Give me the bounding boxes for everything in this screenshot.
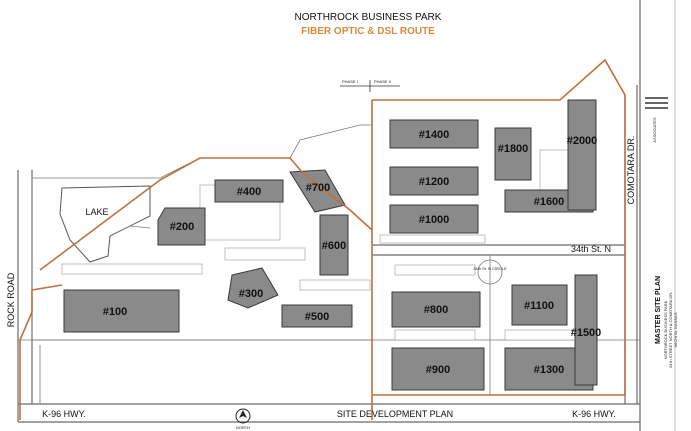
rock-road-label: ROCK ROAD bbox=[6, 272, 16, 327]
lake-shoreline bbox=[109, 225, 151, 237]
building-1100[interactable] bbox=[511, 284, 568, 326]
building-label: #400 bbox=[237, 186, 261, 198]
building-label: #700 bbox=[306, 182, 330, 194]
building-800[interactable] bbox=[391, 291, 481, 328]
building-label: #200 bbox=[170, 221, 194, 233]
building-label: #1600 bbox=[534, 196, 565, 208]
building-400[interactable] bbox=[214, 179, 284, 203]
building-label: #1400 bbox=[419, 129, 450, 141]
building-label: #1300 bbox=[534, 364, 565, 376]
building-600[interactable] bbox=[319, 214, 349, 276]
project-name: NORTHROCK BUSINESS PARK bbox=[663, 300, 668, 359]
parking-row bbox=[394, 329, 476, 341]
building-1000[interactable] bbox=[389, 204, 479, 234]
building-label: #1200 bbox=[419, 176, 450, 188]
building-900[interactable] bbox=[391, 347, 485, 391]
page-title: NORTHROCK BUSINESS PARK bbox=[295, 12, 442, 23]
building-1200[interactable] bbox=[389, 166, 479, 196]
project-city: WICHITA, KANSAS bbox=[673, 312, 678, 347]
phase-two-label: PHASE II bbox=[374, 79, 391, 84]
north-arrow-icon bbox=[235, 408, 251, 424]
page-subtitle: FIBER OPTIC & DSL ROUTE bbox=[301, 26, 435, 37]
building-label: #800 bbox=[424, 304, 448, 316]
firm-logo-icon bbox=[645, 97, 668, 109]
building-label: #1000 bbox=[419, 214, 450, 226]
building-label: #900 bbox=[426, 364, 450, 376]
building-700[interactable] bbox=[289, 169, 346, 213]
phase-one-boundary bbox=[31, 124, 373, 341]
parking-row bbox=[61, 263, 203, 275]
parking-row bbox=[224, 247, 306, 261]
building-label: #1500 bbox=[571, 327, 602, 339]
fiber-route-phase-one bbox=[19, 157, 373, 341]
parking-row bbox=[299, 279, 371, 291]
building-label: #1100 bbox=[524, 300, 554, 312]
parking-row bbox=[394, 264, 476, 276]
building-label: #1800 bbox=[498, 143, 529, 155]
north-label: NORTH bbox=[236, 425, 250, 430]
circle-label: 34th St. N CIRCLE bbox=[473, 266, 507, 271]
sheet-title: MASTER SITE PLAN bbox=[655, 276, 662, 344]
bottom-label: SITE DEVELOPMENT PLAN bbox=[337, 409, 453, 419]
k96-left-label: K-96 HWY. bbox=[42, 409, 86, 419]
k96-right-label: K-96 HWY. bbox=[572, 409, 616, 419]
fiber-route-phase-two bbox=[371, 58, 626, 420]
building-label: #100 bbox=[103, 306, 127, 318]
north-arrow-pointer-icon bbox=[239, 410, 247, 418]
lake-label: LAKE bbox=[85, 207, 108, 217]
building-200[interactable] bbox=[157, 207, 206, 246]
building-label: #300 bbox=[239, 288, 263, 300]
cul-de-sac-circle bbox=[477, 259, 503, 285]
phase-one-label: PHASE I bbox=[342, 79, 358, 84]
building-500[interactable] bbox=[281, 304, 353, 328]
comotara-label: COMOTARA DR. bbox=[626, 136, 636, 205]
building-label: #600 bbox=[322, 240, 346, 252]
building-100[interactable] bbox=[63, 289, 180, 333]
building-300[interactable] bbox=[227, 267, 279, 309]
firm-name: ASSOCIATES bbox=[652, 117, 657, 143]
building-1500[interactable] bbox=[574, 274, 598, 386]
building-2000[interactable] bbox=[567, 99, 597, 211]
building-label: #500 bbox=[305, 311, 329, 323]
34th-street-label: 34th St. N bbox=[571, 244, 611, 254]
building-1800[interactable] bbox=[494, 127, 532, 181]
building-label: #2000 bbox=[567, 135, 598, 147]
parking-row bbox=[379, 234, 486, 244]
project-address: 34 th STREET NORTH & COMOTARA DR. bbox=[668, 292, 673, 368]
building-1400[interactable] bbox=[389, 119, 479, 149]
